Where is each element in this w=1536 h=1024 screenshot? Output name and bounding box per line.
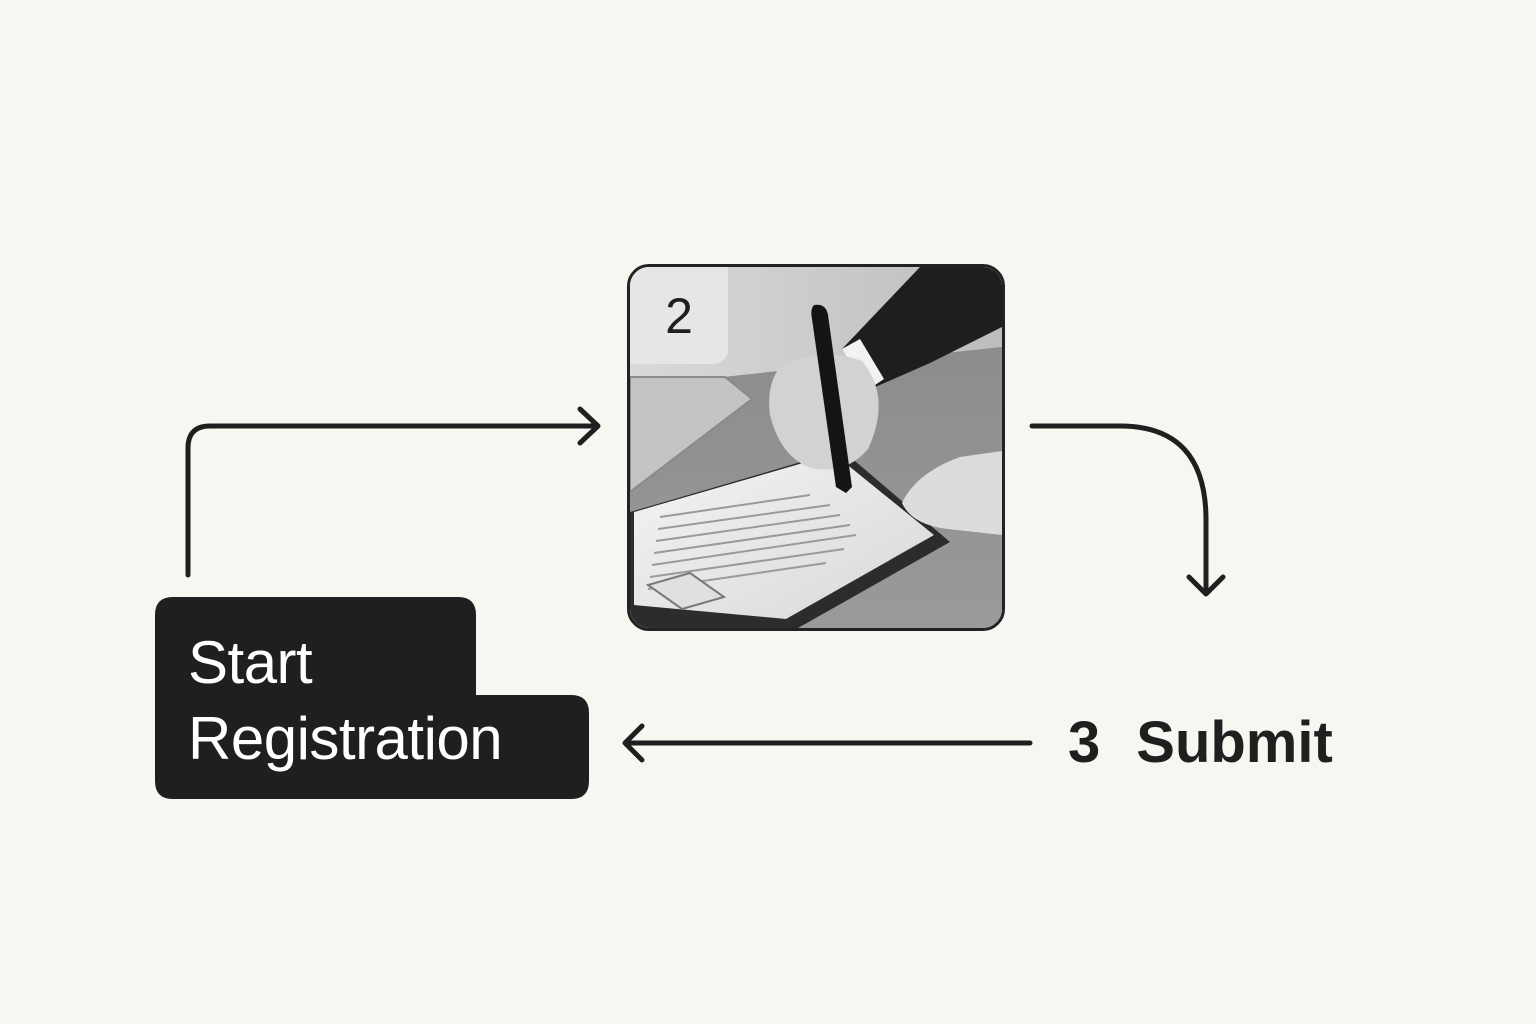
step-1-label-line-1: Start (188, 629, 313, 696)
arrow-head-left-icon (622, 723, 645, 763)
step-2-photo-card: 2 (627, 264, 1005, 631)
step-3-number: 3 (1068, 710, 1101, 775)
arrow-head-down-icon (1186, 574, 1226, 597)
photo-writing-hand (769, 354, 879, 470)
step-1-label: Start Registration (188, 625, 503, 777)
photo-laptop (630, 376, 754, 494)
arrow-step-2-to-step-3 (1029, 423, 1209, 595)
step-3-submit: 3 Submit (1068, 708, 1333, 778)
photo-clip (645, 571, 727, 611)
step-1-start-registration: Start Registration (155, 597, 589, 799)
photo-pen (811, 304, 852, 493)
photo-sleeve (842, 267, 1002, 391)
photo-paper (634, 454, 934, 619)
step-1-label-background (155, 597, 589, 799)
step-2-badge: 2 (630, 267, 728, 364)
arrow-head-right-icon (577, 406, 601, 446)
signing-document-photo (630, 267, 1002, 628)
arrow-start-to-step-2 (185, 423, 599, 578)
photo-resting-hand (902, 451, 1002, 535)
step-3-label: Submit (1136, 710, 1333, 775)
step-1-label-line-2: Registration (188, 705, 503, 772)
